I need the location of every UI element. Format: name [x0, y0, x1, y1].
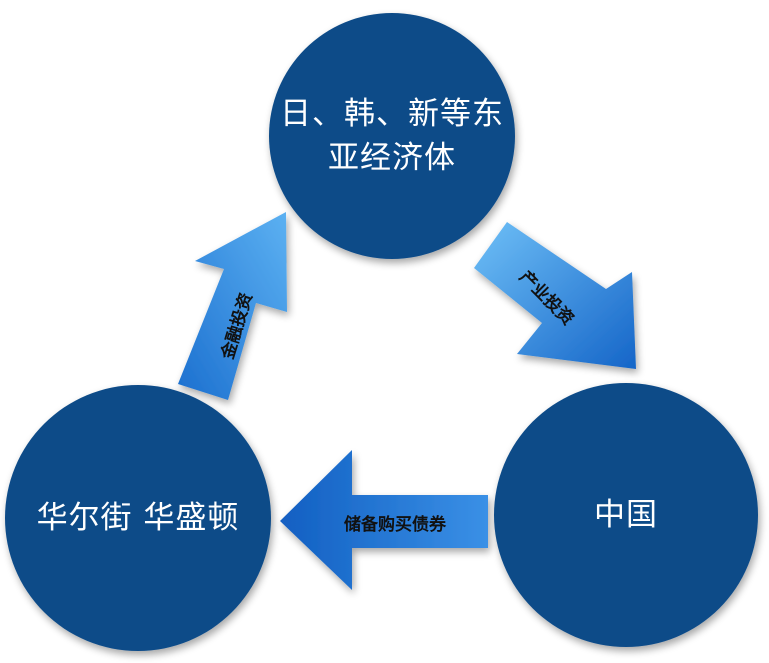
node-top-line2: 亚经济体 — [328, 140, 456, 176]
node-circle-left — [5, 385, 271, 651]
arrow-right-to-left — [280, 450, 488, 590]
arrow-right-to-left-label: 储备购买债券 — [344, 515, 446, 535]
arrow-top-to-right — [474, 222, 636, 369]
node-circle-right — [494, 383, 758, 647]
arrow-left-to-top — [178, 212, 287, 400]
node-top-line1: 日、韩、新等东 — [280, 96, 504, 132]
node-left-label: 华尔街 华盛顿 — [36, 500, 240, 536]
node-top-label: 日、韩、新等东 亚经济体 — [272, 92, 512, 180]
node-right-label: 中国 — [594, 497, 658, 533]
node-circle-top — [269, 13, 515, 259]
